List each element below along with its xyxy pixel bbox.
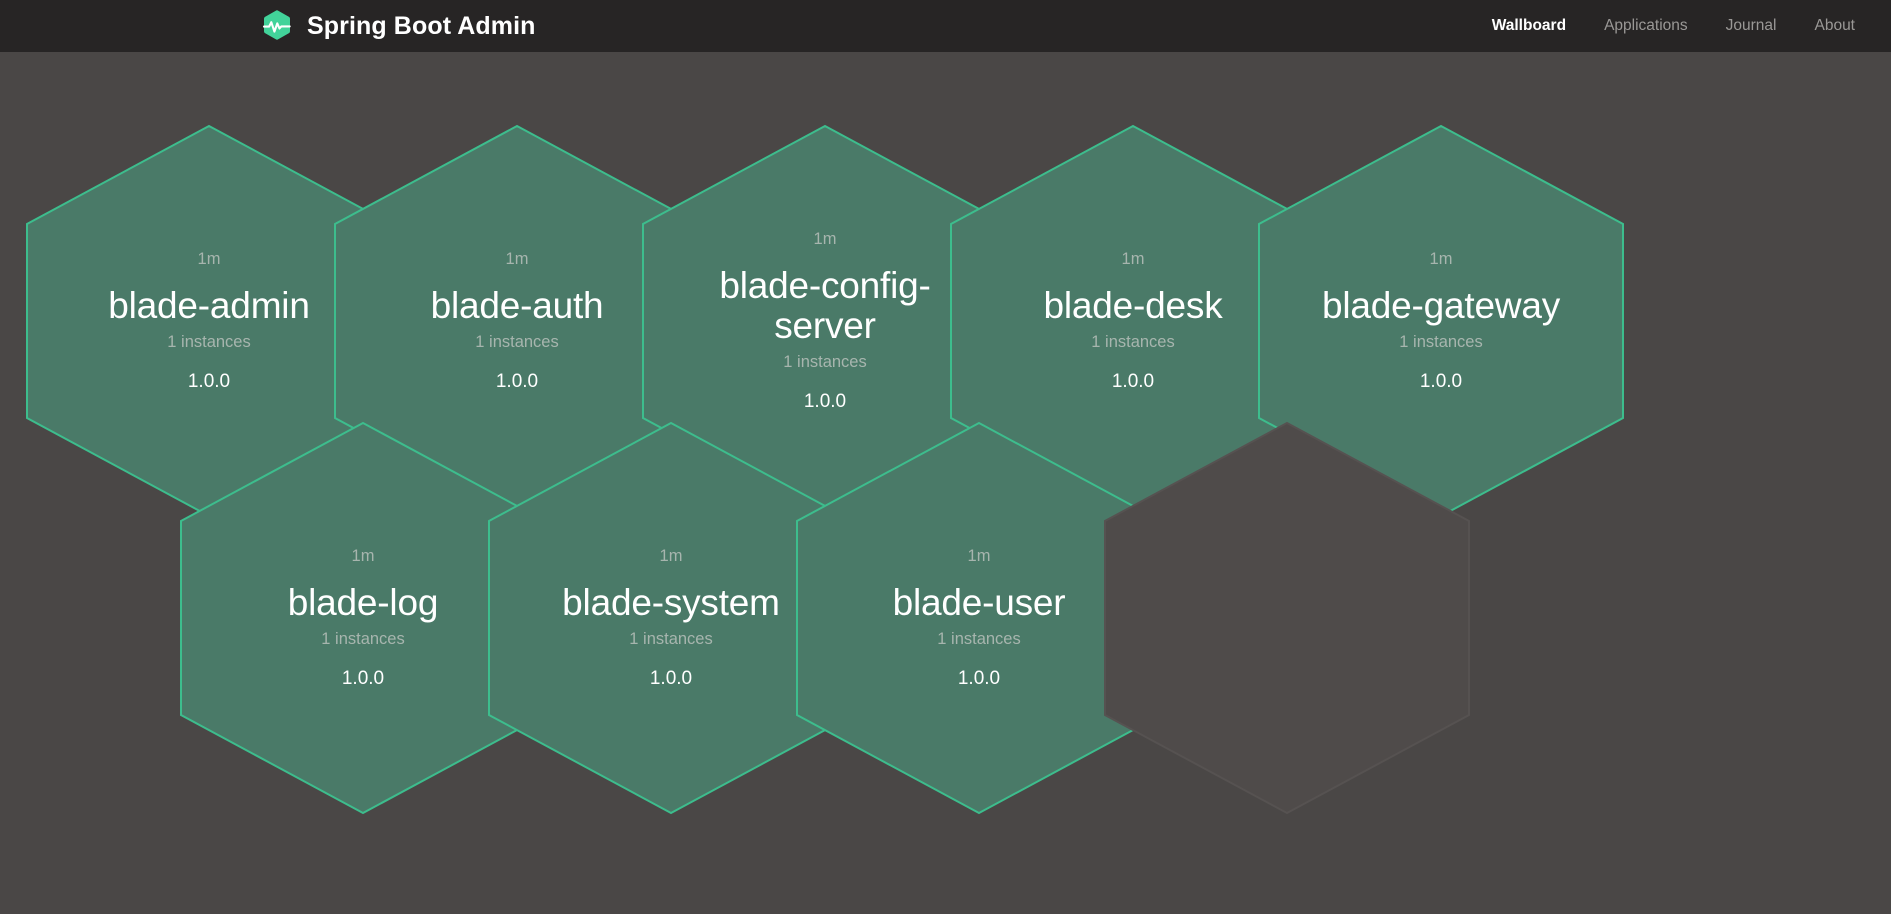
application-uptime: 1m bbox=[1429, 250, 1453, 269]
nav-link-journal[interactable]: Journal bbox=[1725, 17, 1777, 35]
application-name: blade-config-server bbox=[719, 264, 931, 346]
application-name: blade-auth bbox=[430, 284, 604, 326]
application-uptime: 1m bbox=[813, 230, 837, 249]
application-name: blade-admin bbox=[108, 284, 310, 326]
application-instances: 1 instances bbox=[321, 630, 405, 649]
application-hexagon-blade-user[interactable]: 1m blade-user 1 instances 1.0.0 bbox=[794, 420, 1164, 816]
application-hexagon-content: 1m blade-auth 1 instances 1.0.0 bbox=[332, 123, 702, 519]
wallboard: 1m blade-admin 1 instances 1.0.0 1m blade-aut… bbox=[0, 52, 1891, 914]
application-hexagon-content: 1m blade-system 1 instances 1.0.0 bbox=[486, 420, 856, 816]
application-instances: 1 instances bbox=[475, 333, 559, 352]
top-navbar: Spring Boot Admin Wallboard Applications… bbox=[0, 0, 1891, 52]
application-hexagon-blade-admin[interactable]: 1m blade-admin 1 instances 1.0.0 bbox=[24, 123, 394, 519]
application-uptime: 1m bbox=[967, 547, 991, 566]
application-name: blade-log bbox=[287, 581, 439, 623]
nav-link-wallboard[interactable]: Wallboard bbox=[1491, 17, 1567, 35]
brand-home-link[interactable]: Spring Boot Admin bbox=[259, 8, 536, 44]
application-instances: 1 instances bbox=[937, 630, 1021, 649]
application-version: 1.0.0 bbox=[187, 370, 231, 392]
application-hexagon-content: 1m blade-config-server 1 instances 1.0.0 bbox=[640, 123, 1010, 519]
application-version: 1.0.0 bbox=[649, 667, 693, 689]
application-name: blade-desk bbox=[1043, 284, 1223, 326]
application-version: 1.0.0 bbox=[495, 370, 539, 392]
application-instances: 1 instances bbox=[1399, 333, 1483, 352]
empty-hexagon-placeholder bbox=[1102, 420, 1472, 816]
hexagon-grid: 1m blade-admin 1 instances 1.0.0 1m blade-aut… bbox=[0, 52, 1891, 914]
application-version: 1.0.0 bbox=[803, 390, 847, 412]
application-hexagon-content: 1m blade-admin 1 instances 1.0.0 bbox=[24, 123, 394, 519]
nav-link-about[interactable]: About bbox=[1814, 17, 1855, 35]
application-uptime: 1m bbox=[351, 547, 375, 566]
application-version: 1.0.0 bbox=[1111, 370, 1155, 392]
application-hexagon-content: 1m blade-desk 1 instances 1.0.0 bbox=[948, 123, 1318, 519]
application-uptime: 1m bbox=[659, 547, 683, 566]
application-name: blade-user bbox=[892, 581, 1066, 623]
application-hexagon-content: 1m blade-user 1 instances 1.0.0 bbox=[794, 420, 1164, 816]
application-hexagon-blade-desk[interactable]: 1m blade-desk 1 instances 1.0.0 bbox=[948, 123, 1318, 519]
application-name: blade-system bbox=[562, 581, 780, 623]
application-instances: 1 instances bbox=[629, 630, 713, 649]
application-version: 1.0.0 bbox=[957, 667, 1001, 689]
application-hexagon-content: 1m blade-log 1 instances 1.0.0 bbox=[178, 420, 548, 816]
application-version: 1.0.0 bbox=[1419, 370, 1463, 392]
application-uptime: 1m bbox=[197, 250, 221, 269]
application-instances: 1 instances bbox=[167, 333, 251, 352]
application-hexagon-blade-log[interactable]: 1m blade-log 1 instances 1.0.0 bbox=[178, 420, 548, 816]
application-name: blade-gateway bbox=[1321, 284, 1561, 326]
application-instances: 1 instances bbox=[783, 353, 867, 372]
application-uptime: 1m bbox=[505, 250, 529, 269]
application-hexagon-content: 1m blade-gateway 1 instances 1.0.0 bbox=[1256, 123, 1626, 519]
nav-link-applications[interactable]: Applications bbox=[1604, 17, 1688, 35]
application-hexagon-blade-config-server[interactable]: 1m blade-config-server 1 instances 1.0.0 bbox=[640, 123, 1010, 519]
primary-nav: Wallboard Applications Journal About bbox=[1492, 18, 1855, 34]
pulse-hexagon-logo-icon bbox=[259, 8, 295, 44]
application-uptime: 1m bbox=[1121, 250, 1145, 269]
application-hexagon-blade-system[interactable]: 1m blade-system 1 instances 1.0.0 bbox=[486, 420, 856, 816]
application-version: 1.0.0 bbox=[341, 667, 385, 689]
application-instances: 1 instances bbox=[1091, 333, 1175, 352]
brand-title: Spring Boot Admin bbox=[307, 11, 536, 40]
application-hexagon-blade-gateway[interactable]: 1m blade-gateway 1 instances 1.0.0 bbox=[1256, 123, 1626, 519]
